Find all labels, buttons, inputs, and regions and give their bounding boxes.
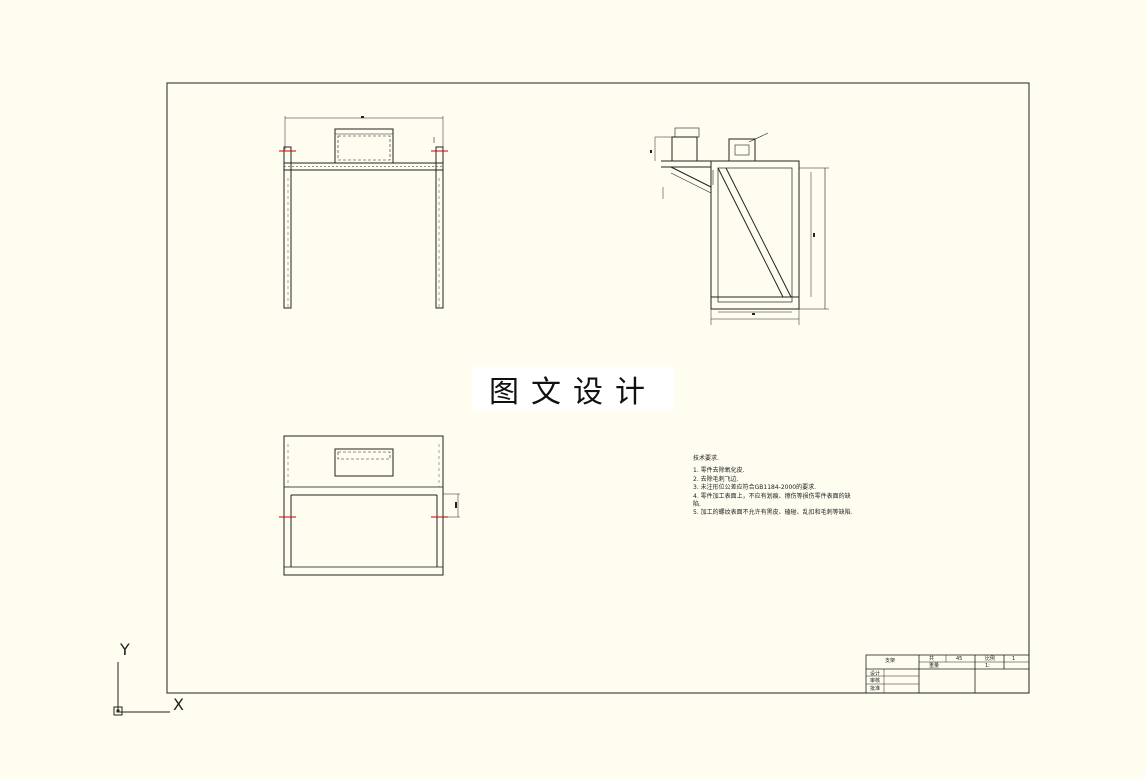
- watermark: 图文设计: [472, 367, 674, 411]
- note-item: 2. 去除毛刺飞边.: [693, 475, 739, 483]
- notes-title: 技术要求.: [693, 455, 719, 462]
- front-view: [279, 116, 448, 309]
- note-item: 3. 未注形位公差应符合GB1184-2000的要求.: [693, 484, 817, 492]
- top-view: [279, 435, 460, 576]
- ucs-icon: [113, 662, 170, 716]
- part-name: 支架: [885, 658, 896, 664]
- material-label: 共: [929, 656, 935, 662]
- note-item: 5. 加工的螺纹表面不允许有黑皮、磕碰、乱扣和毛刺等缺陷.: [693, 509, 853, 517]
- title-block: [865, 654, 1030, 694]
- ratio-label: 1:: [985, 663, 990, 669]
- technical-requirements: 技术要求. 1. 零件去除氧化皮. 2. 去除毛刺飞边. 3. 未注形位公差应符…: [693, 455, 858, 518]
- side-view: [650, 127, 829, 325]
- note-item: 1. 零件去除氧化皮.: [693, 467, 745, 475]
- material-value: 45: [956, 656, 963, 662]
- weight-label: 重量: [929, 663, 940, 669]
- scale-label: 比例: [985, 656, 996, 662]
- note-item: 4. 零件加工表面上，不应有划痕、擦伤等损伤零件表面的缺陷.: [693, 492, 851, 509]
- approver-label: 批准: [870, 686, 881, 692]
- ucs-x-label: X: [173, 695, 184, 714]
- sheet-count: 1: [1012, 656, 1016, 662]
- designer-label: 设计: [870, 671, 881, 677]
- ucs-y-label: Y: [120, 640, 130, 659]
- sheet-border: [166, 82, 1030, 694]
- checker-label: 审核: [870, 678, 881, 684]
